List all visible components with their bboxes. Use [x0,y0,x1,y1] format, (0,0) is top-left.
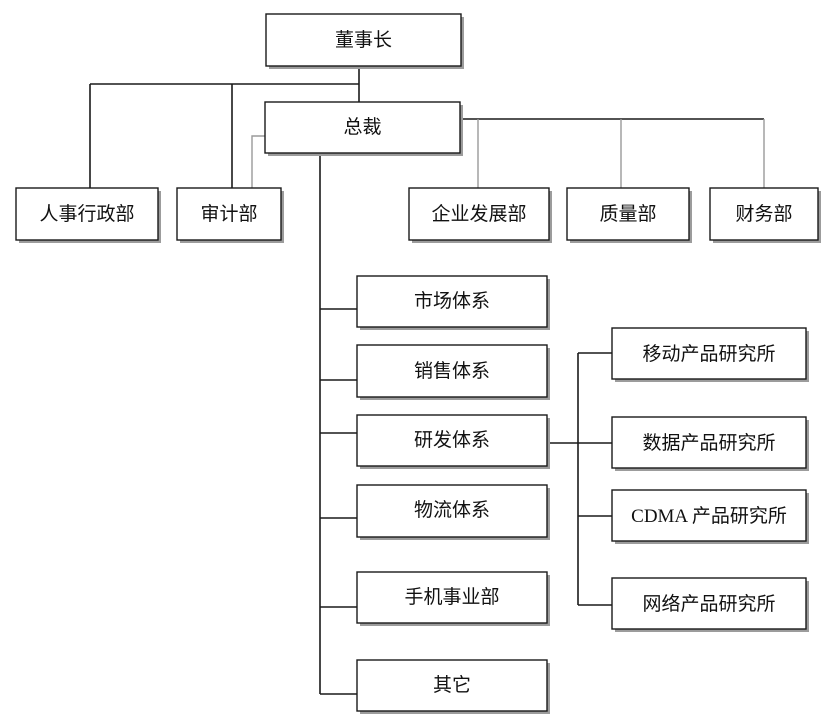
node-chairman: 董事长 [265,13,464,69]
node-mobile-product-lab-label: 移动产品研究所 [642,343,775,365]
node-marketing-label: 市场体系 [414,290,490,312]
node-quality: 质量部 [566,187,692,243]
node-finance: 财务部 [709,187,821,243]
node-other: 其它 [356,659,550,714]
node-hr-admin-label: 人事行政部 [39,203,134,225]
node-rnd-label: 研发体系 [414,429,490,451]
node-other-label: 其它 [433,674,471,696]
node-rnd: 研发体系 [356,414,550,469]
node-data-product-lab: 数据产品研究所 [611,416,809,471]
cdma-label-line: CDMA 产品研究所 [631,505,787,527]
connectors [89,67,765,695]
node-audit: 审计部 [176,187,284,243]
node-cdma-product-lab-label: CDMA 产品研究所 [631,505,787,527]
node-corp-dev: 企业发展部 [408,187,552,243]
node-mobile-product-lab: 移动产品研究所 [611,327,809,382]
node-corp-dev-label: 企业发展部 [431,203,526,225]
node-sales-label: 销售体系 [414,360,490,382]
node-mobile-phone-label: 手机事业部 [404,586,499,608]
node-cdma-product-lab: CDMA 产品研究所 [611,489,809,544]
node-quality-label: 质量部 [599,203,656,225]
node-network-product-lab-label: 网络产品研究所 [642,593,775,615]
node-sales: 销售体系 [356,344,550,400]
node-chairman-label: 董事长 [335,29,392,51]
node-president-label: 总裁 [343,116,381,138]
node-audit-label: 审计部 [200,203,257,225]
node-marketing: 市场体系 [356,275,550,330]
node-president: 总裁 [264,101,463,156]
connector-president-audit [251,135,265,188]
node-hr-admin: 人事行政部 [15,187,161,243]
node-finance-label: 财务部 [735,203,792,225]
node-network-product-lab: 网络产品研究所 [611,577,809,632]
node-mobile-phone: 手机事业部 [356,571,550,626]
node-logistics: 物流体系 [356,484,550,540]
node-data-product-lab-label: 数据产品研究所 [642,432,775,454]
node-logistics-label: 物流体系 [414,499,490,521]
